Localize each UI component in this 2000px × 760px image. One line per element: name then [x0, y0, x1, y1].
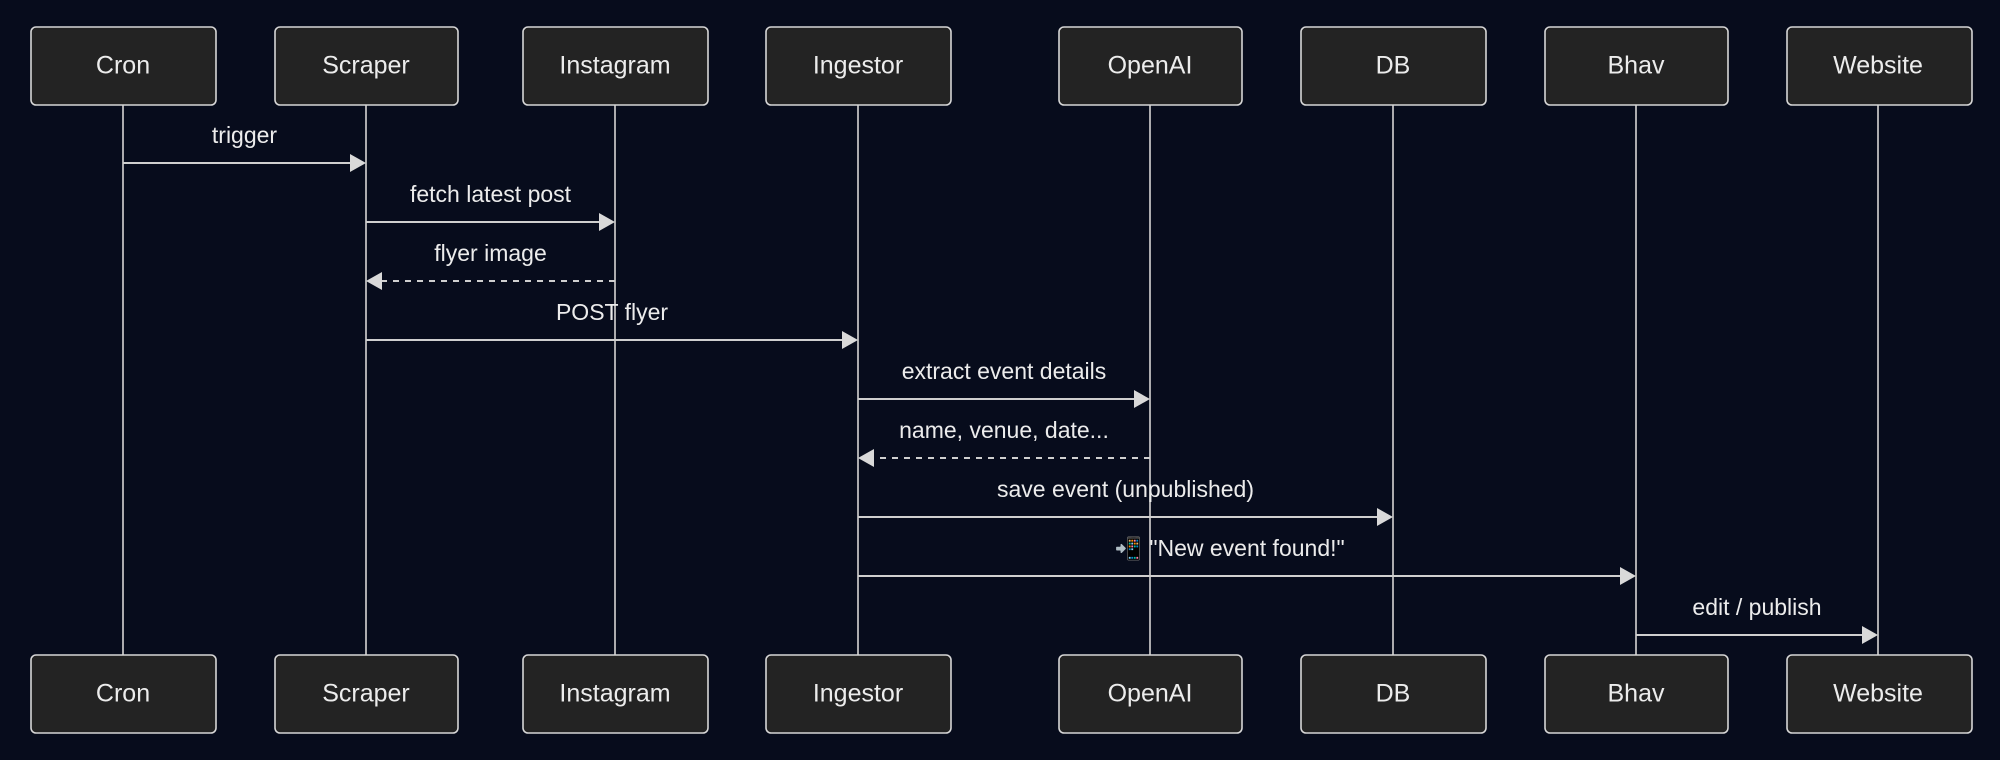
message-7-ingestor-to-db[interactable]: save event (unpublished) [858, 476, 1393, 526]
messages-group: trigger fetch latest post flyer imagePOST … [123, 122, 1878, 644]
participant-label: Cron [96, 680, 150, 708]
message-label: name, venue, date... [899, 417, 1109, 443]
message-label: trigger [212, 122, 278, 148]
message-label: edit / publish [1692, 594, 1821, 620]
message-2-scraper-to-instagram[interactable]: fetch latest post [366, 181, 615, 231]
message-label: fetch latest post [410, 181, 572, 207]
participant-label: OpenAI [1108, 680, 1193, 708]
participant-label: Bhav [1608, 680, 1665, 708]
participant-bhav-bottom[interactable]: Bhav [1544, 654, 1729, 734]
participant-box-shape [1544, 26, 1729, 106]
participant-bhav-top[interactable]: Bhav [1544, 26, 1729, 106]
message-arrowhead [599, 213, 615, 231]
participant-box-shape [1786, 26, 1973, 106]
message-arrowhead [1134, 390, 1150, 408]
mobile-phone-with-arrow-icon: 📲 [1115, 536, 1142, 561]
message-label: "New event found!" [1149, 535, 1344, 561]
participant-label: Cron [96, 52, 150, 80]
participant-scraper-bottom[interactable]: Scraper [274, 654, 459, 734]
participant-box-shape [1300, 654, 1487, 734]
participant-website-top[interactable]: Website [1786, 26, 1973, 106]
participant-box-shape [522, 654, 709, 734]
participant-cron-top[interactable]: Cron [30, 26, 217, 106]
participant-label: DB [1376, 680, 1411, 708]
participant-db-bottom[interactable]: DB [1300, 654, 1487, 734]
message-label: extract event details [902, 358, 1107, 384]
lifelines-group [122, 105, 1879, 655]
message-1-cron-to-scraper[interactable]: trigger [123, 122, 366, 172]
participant-box-shape [765, 654, 952, 734]
participant-ingestor-bottom[interactable]: Ingestor [765, 654, 952, 734]
participant-box-shape [1058, 654, 1243, 734]
message-arrowhead [350, 154, 366, 172]
message-6-openai-to-ingestor[interactable]: name, venue, date... [858, 417, 1150, 467]
message-8-ingestor-to-bhav[interactable]: "New event found!" 📲 [858, 535, 1636, 585]
participant-instagram-bottom[interactable]: Instagram [522, 654, 709, 734]
participant-ingestor-top[interactable]: Ingestor [765, 26, 952, 106]
participant-box-shape [1300, 26, 1487, 106]
message-arrowhead [858, 449, 874, 467]
participant-boxes-bottom: Cron Scraper Instagram Ingestor OpenAI DB Bhav… [30, 654, 1973, 734]
message-9-bhav-to-website[interactable]: edit / publish [1636, 594, 1878, 644]
message-arrowhead [1377, 508, 1393, 526]
participant-label: Instagram [559, 680, 670, 708]
participant-openai-top[interactable]: OpenAI [1058, 26, 1243, 106]
message-label: POST flyer [556, 299, 668, 325]
participant-label: Ingestor [813, 680, 903, 708]
message-3-instagram-to-scraper[interactable]: flyer image [366, 240, 615, 290]
participant-label: Website [1833, 680, 1923, 708]
message-arrowhead [366, 272, 382, 290]
participant-openai-bottom[interactable]: OpenAI [1058, 654, 1243, 734]
participant-label: DB [1376, 52, 1411, 80]
message-arrowhead [1620, 567, 1636, 585]
message-arrowhead [1862, 626, 1878, 644]
participant-box-shape [765, 26, 952, 106]
participant-label: Scraper [322, 52, 410, 80]
participant-scraper-top[interactable]: Scraper [274, 26, 459, 106]
participant-label: Ingestor [813, 52, 903, 80]
participant-label: Instagram [559, 52, 670, 80]
participant-box-shape [1058, 26, 1243, 106]
message-label: save event (unpublished) [997, 476, 1254, 502]
participant-box-shape [274, 26, 459, 106]
participant-box-shape [1786, 654, 1973, 734]
participant-box-shape [1544, 654, 1729, 734]
message-4-scraper-to-ingestor[interactable]: POST flyer [366, 299, 858, 349]
participant-website-bottom[interactable]: Website [1786, 654, 1973, 734]
participant-label: Bhav [1608, 52, 1665, 80]
message-label: flyer image [434, 240, 546, 266]
participant-label: OpenAI [1108, 52, 1193, 80]
participant-db-top[interactable]: DB [1300, 26, 1487, 106]
participant-instagram-top[interactable]: Instagram [522, 26, 709, 106]
participant-label: Scraper [322, 680, 410, 708]
participant-box-shape [30, 654, 217, 734]
participant-box-shape [274, 654, 459, 734]
participant-label: Website [1833, 52, 1923, 80]
participant-box-shape [522, 26, 709, 106]
message-arrowhead [842, 331, 858, 349]
message-5-ingestor-to-openai[interactable]: extract event details [858, 358, 1150, 408]
participant-cron-bottom[interactable]: Cron [30, 654, 217, 734]
participant-boxes-top: Cron Scraper Instagram Ingestor OpenAI DB Bhav… [30, 26, 1973, 106]
participant-box-shape [30, 26, 217, 106]
